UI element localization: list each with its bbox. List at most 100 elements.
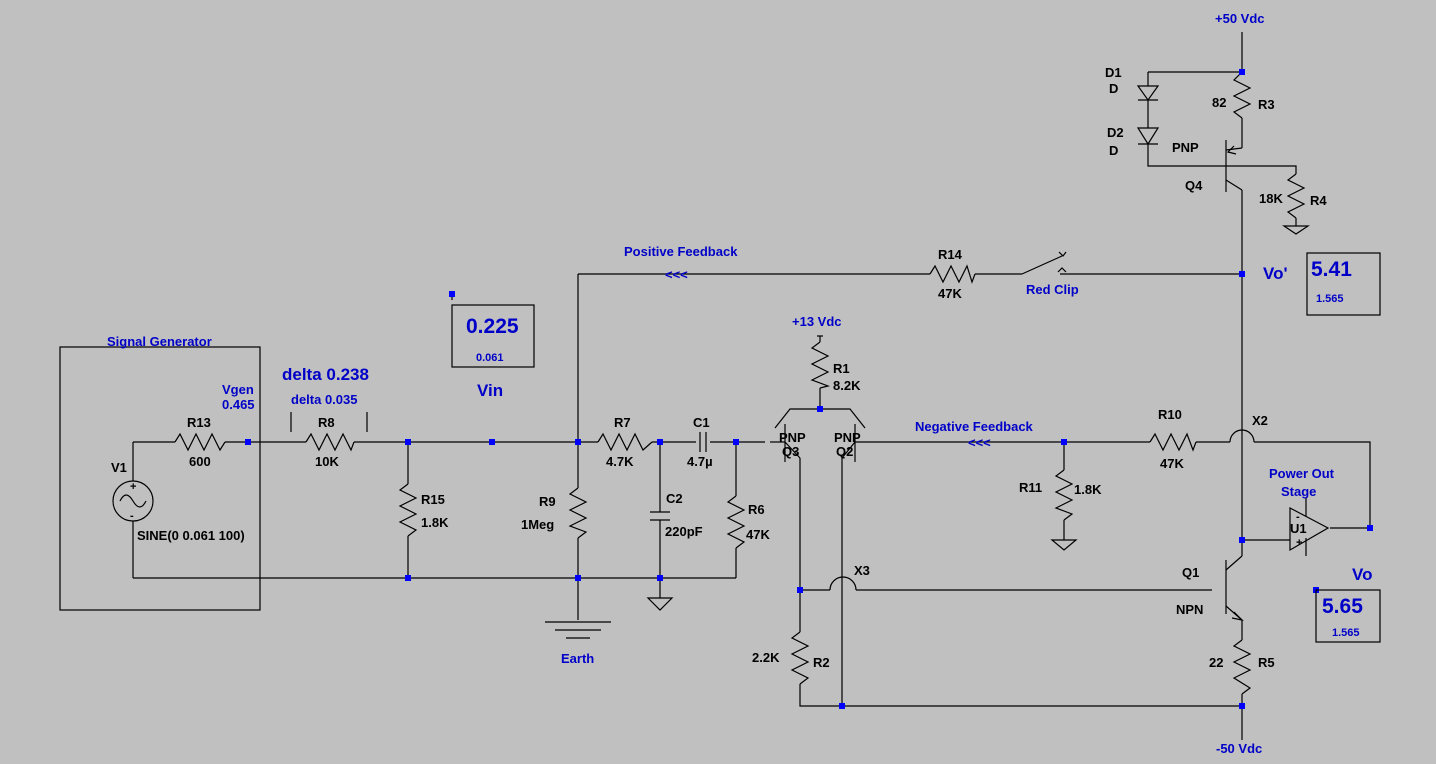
- r15-name: R15: [421, 492, 445, 507]
- c1-value: 4.7µ: [687, 454, 713, 469]
- positive-feedback-label: Positive Feedback: [624, 244, 738, 259]
- r7-value: 4.7K: [606, 454, 634, 469]
- q2-symbol: [854, 424, 872, 462]
- r2-value: 2.2K: [752, 650, 780, 665]
- r15-symbol: [398, 483, 418, 537]
- supply-pos50-label: +50 Vdc: [1215, 11, 1265, 26]
- ground-symbols: [545, 225, 1310, 639]
- c2-name: C2: [666, 491, 683, 506]
- probe-vin-sub: 0.061: [476, 352, 504, 364]
- probe-box-vo-prime: [1306, 252, 1381, 316]
- r10-name: R10: [1158, 407, 1182, 422]
- r5-value: 22: [1209, 655, 1223, 670]
- r14-symbol: [929, 264, 976, 284]
- r1-symbol: [810, 341, 831, 389]
- r2-name: R2: [813, 655, 830, 670]
- c2-value: 220pF: [665, 524, 703, 539]
- r3-name: R3: [1258, 97, 1275, 112]
- delta-sub-label: delta 0.035: [291, 392, 358, 407]
- u1-opamp-symbol: - +: [1289, 498, 1330, 556]
- r9-symbol: [568, 487, 588, 539]
- r10-symbol: [1149, 432, 1197, 452]
- r13-symbol: [174, 432, 226, 452]
- v1-name: V1: [111, 460, 127, 475]
- r6-symbol: [726, 495, 746, 549]
- positive-feedback-arrows: <<<: [665, 267, 688, 282]
- r9-value: 1Meg: [521, 517, 554, 532]
- d2-name: D2: [1107, 125, 1124, 140]
- probe-vo-value: 5.65: [1322, 595, 1363, 618]
- r15-value: 1.8K: [421, 515, 449, 530]
- r6-name: R6: [748, 502, 765, 517]
- r11-name: R11: [1019, 480, 1042, 495]
- signal-generator-box: [59, 346, 261, 611]
- q1-type: NPN: [1176, 602, 1203, 617]
- r14-value: 47K: [938, 286, 962, 301]
- q4-type: PNP: [1172, 140, 1199, 155]
- v1-source-symbol: + -: [112, 480, 154, 522]
- q3-type: PNP: [779, 430, 806, 445]
- c1-name: C1: [693, 415, 710, 430]
- probe-vo-prime-value: 5.41: [1311, 258, 1352, 281]
- svg-text:-: -: [130, 510, 134, 522]
- r1-name: R1: [833, 361, 850, 376]
- net-vo-label: Vo: [1352, 565, 1372, 584]
- red-clip-label: Red Clip: [1026, 282, 1079, 297]
- net-vo-prime-label: Vo': [1263, 264, 1288, 283]
- d2-symbol: [1136, 127, 1160, 146]
- u1-name: U1: [1290, 521, 1307, 536]
- c2-symbol: [650, 511, 670, 521]
- power-out-label-2: Stage: [1281, 484, 1316, 499]
- r11-symbol: [1054, 469, 1074, 521]
- r3-value: 82: [1212, 95, 1226, 110]
- r13-value: 600: [189, 454, 211, 469]
- q3-symbol: [770, 424, 786, 462]
- d2-value: D: [1109, 143, 1118, 158]
- wires: [59, 32, 1371, 740]
- r14-name: R14: [938, 247, 963, 262]
- svg-text:-: -: [1296, 511, 1300, 523]
- q3-name: Q3: [782, 444, 799, 459]
- r7-symbol: [597, 432, 653, 452]
- q1-symbol: [1225, 560, 1244, 621]
- svg-text:+: +: [1296, 537, 1302, 549]
- q1-name: Q1: [1182, 565, 1199, 580]
- probe-box-vin: [451, 304, 535, 368]
- r5-name: R5: [1258, 655, 1275, 670]
- x3-name: X3: [854, 563, 870, 578]
- signal-generator-label: Signal Generator: [107, 334, 212, 349]
- net-vgen-label: Vgen: [222, 382, 254, 397]
- power-out-label-1: Power Out: [1269, 466, 1335, 481]
- node-dots: [245, 69, 1373, 709]
- v1-value: SINE(0 0.061 100): [137, 528, 245, 543]
- svg-text:+: +: [130, 481, 136, 493]
- r4-value: 18K: [1259, 191, 1283, 206]
- c1-symbol: [699, 432, 707, 452]
- delta-main-label: delta 0.238: [282, 365, 369, 384]
- supply-pos13-label: +13 Vdc: [792, 314, 842, 329]
- q2-name: Q2: [836, 444, 853, 459]
- r9-name: R9: [539, 494, 556, 509]
- negative-feedback-arrows: <<<: [968, 435, 991, 450]
- r10-value: 47K: [1160, 456, 1184, 471]
- d1-symbol: [1136, 85, 1160, 102]
- q4-name: Q4: [1185, 178, 1203, 193]
- r8-symbol: [305, 432, 355, 452]
- r11-value: 1.8K: [1074, 482, 1102, 497]
- probe-vin-value: 0.225: [466, 315, 519, 338]
- r2-symbol: [790, 631, 810, 685]
- r3-symbol: [1232, 71, 1252, 119]
- q4-symbol: [1225, 140, 1237, 192]
- x2-name: X2: [1252, 413, 1268, 428]
- r7-name: R7: [614, 415, 631, 430]
- supply-neg50-label: -50 Vdc: [1216, 741, 1262, 756]
- r8-name: R8: [318, 415, 335, 430]
- r4-symbol: [1286, 173, 1306, 219]
- probe-box-vo: [1315, 589, 1381, 643]
- r13-name: R13: [187, 415, 211, 430]
- r6-value: 47K: [746, 527, 770, 542]
- r1-value: 8.2K: [833, 378, 861, 393]
- probe-vo-prime-sub: 1.565: [1316, 293, 1344, 305]
- r8-value: 10K: [315, 454, 339, 469]
